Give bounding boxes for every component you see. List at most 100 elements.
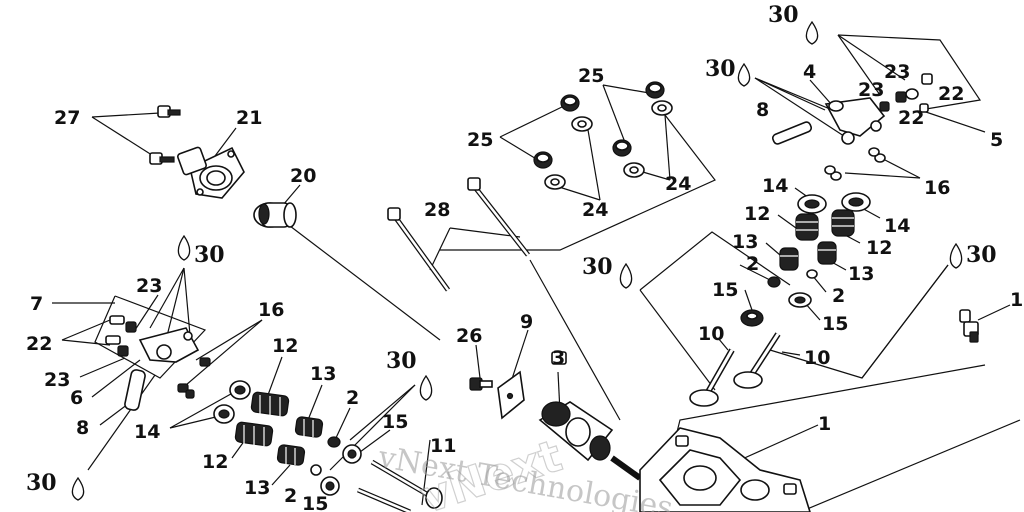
callout-30-midright: 30 [582, 254, 613, 280]
plate-9 [497, 370, 525, 420]
callout-23-left-a: 23 [136, 275, 162, 297]
callout-16-right: 16 [924, 177, 950, 199]
bolt-27-upper [157, 105, 181, 118]
valve-washer-24-a [571, 116, 593, 132]
spring-retainer-14-left-b [213, 404, 235, 424]
callout-27: 27 [54, 107, 80, 129]
callout-23-top-b: 23 [884, 61, 910, 83]
drop-icon [805, 20, 819, 45]
callout-14-right-a: 14 [762, 175, 788, 197]
camshaft-3 [538, 351, 642, 481]
spring-seat-15-right [740, 292, 812, 327]
cylinder-head-1 [639, 427, 811, 512]
callout-2-right-b: 2 [832, 285, 845, 307]
callout-12-left-b: 12 [202, 451, 228, 473]
parts [105, 73, 979, 512]
callout-15-left-a: 15 [382, 411, 408, 433]
adjuster-22-left [105, 315, 137, 357]
callout-8-top: 8 [756, 99, 769, 121]
callout-13-left-b: 13 [244, 477, 270, 499]
temperature-sensor-17 [959, 309, 979, 343]
callout-17: 1 [1010, 289, 1023, 311]
callout-3: 3 [552, 347, 565, 369]
valve-spring-12-right-a [795, 213, 819, 241]
callout-16-left: 16 [258, 299, 284, 321]
callout-6: 6 [70, 387, 83, 409]
callout-10-b: 10 [804, 347, 830, 369]
push-rod-28-a [387, 207, 451, 292]
callout-15-left-b: 15 [302, 493, 328, 512]
callout-30-right: 30 [966, 242, 997, 268]
sealant-drop-icons [71, 20, 963, 501]
callout-5: 5 [990, 129, 1003, 151]
callout-28: 28 [424, 199, 450, 221]
valve-washer-24-d [623, 162, 645, 178]
adjuster-23-top [879, 91, 907, 112]
callout-15-right-a: 15 [712, 279, 738, 301]
callout-30-left-bottom: 30 [26, 470, 57, 496]
callout-1: 1 [818, 413, 831, 435]
callout-30-top: 30 [768, 2, 799, 28]
callout-20: 20 [290, 165, 316, 187]
callout-30-left-mid: 30 [386, 348, 417, 374]
thermostat-housing-21 [177, 146, 245, 199]
callout-4: 4 [803, 61, 816, 83]
callout-12-left-a: 12 [272, 335, 298, 357]
drop-icon [949, 242, 963, 269]
valve-keeper-25-d [612, 139, 632, 157]
valve-spring-13-left-a [294, 416, 324, 438]
valve-washer-24-b [544, 174, 566, 190]
callout-24-bottom: 24 [582, 199, 608, 221]
cotter-16-right [824, 147, 886, 181]
rocker-shaft-8-top [771, 121, 813, 145]
callout-labels: 27 21 20 28 25 25 24 24 30 30 4 8 23 23 … [26, 2, 1023, 512]
callout-2-left-a: 2 [346, 387, 359, 409]
valve-spring-12-left-a [250, 391, 290, 417]
valve-keeper-25-c [645, 81, 665, 99]
valve-seal-2-left [310, 436, 341, 476]
valve-spring-13-left-b [276, 444, 306, 466]
callout-10-a: 10 [698, 323, 724, 345]
valve-11 [357, 459, 443, 512]
callout-15-right-b: 15 [822, 313, 848, 335]
callout-12-right-b: 12 [866, 237, 892, 259]
valve-seal-2-right [767, 269, 818, 288]
callout-26: 26 [456, 325, 482, 347]
bolt-26 [469, 377, 493, 391]
callout-13-right-b: 13 [848, 263, 874, 285]
rocker-arm-left [138, 327, 200, 363]
callout-22-top-b: 22 [898, 107, 924, 129]
callout-14-right-b: 14 [884, 215, 910, 237]
callout-12-right-a: 12 [744, 203, 770, 225]
callout-25-top: 25 [578, 65, 604, 87]
callout-13-left-a: 13 [310, 363, 336, 385]
callout-2-right-a: 2 [746, 253, 759, 275]
rocker-arm-4 [824, 97, 886, 145]
callout-23-top-a: 23 [858, 79, 884, 101]
callout-23-left-b: 23 [44, 369, 70, 391]
spring-retainer-14-right-b [841, 192, 871, 212]
callout-2-left-b: 2 [284, 485, 297, 507]
rocker-shaft-8-left [124, 369, 146, 411]
valve-10-a [689, 348, 735, 407]
spring-retainer-14-right-a [797, 194, 827, 214]
spring-seat-15-left [320, 444, 362, 496]
callout-13-right-a: 13 [732, 231, 758, 253]
callout-24-right: 24 [665, 173, 691, 195]
callout-7: 7 [30, 293, 43, 315]
drop-icon [419, 374, 433, 401]
valve-spring-12-right-b [831, 209, 855, 237]
callout-14-left: 14 [134, 421, 160, 443]
thermostat-20 [253, 202, 297, 228]
callout-30-left-top: 30 [194, 242, 225, 268]
callout-9: 9 [520, 311, 533, 333]
drop-icon [619, 262, 633, 289]
callout-22-left: 22 [26, 333, 52, 355]
spring-retainer-14-left-a [229, 380, 251, 400]
callout-8-left: 8 [76, 417, 89, 439]
valve-keeper-25-b [533, 151, 553, 169]
callout-30-topleft: 30 [705, 56, 736, 82]
valve-keeper-25-a [560, 94, 580, 112]
callout-21: 21 [236, 107, 262, 129]
